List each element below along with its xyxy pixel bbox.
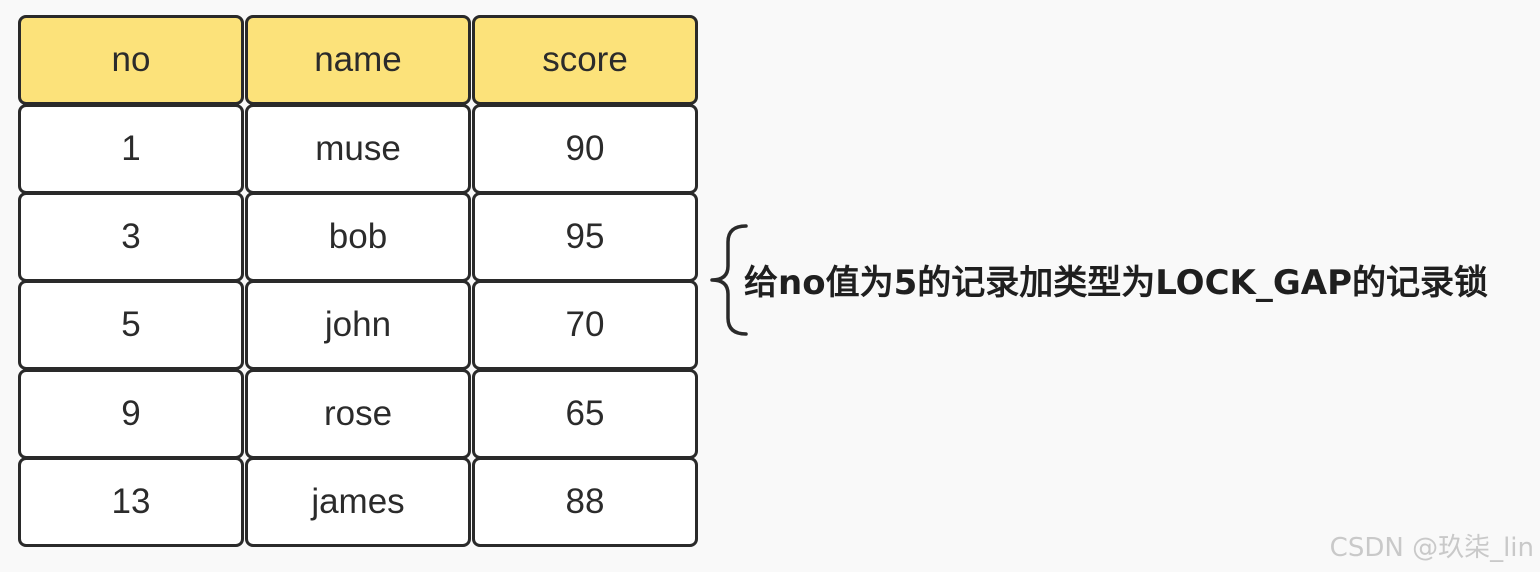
table-cell-no: 13	[18, 457, 244, 547]
table-cell-score: 95	[472, 192, 698, 282]
table-cell-name: bob	[245, 192, 471, 282]
header-cell-score: score	[472, 15, 698, 105]
header-cell-name: name	[245, 15, 471, 105]
table-cell-no: 1	[18, 104, 244, 194]
annotation-text: 给no值为5的记录加类型为LOCK_GAP的记录锁	[744, 263, 1489, 303]
watermark: CSDN @玖柒_lin	[1329, 533, 1534, 563]
curly-brace-icon	[710, 224, 748, 336]
table-cell-no: 3	[18, 192, 244, 282]
table-cell-name: rose	[245, 369, 471, 459]
table-cell-score: 88	[472, 457, 698, 547]
table-cell-name: james	[245, 457, 471, 547]
table-cell-no: 5	[18, 280, 244, 370]
table-cell-name: john	[245, 280, 471, 370]
table-cell-score: 70	[472, 280, 698, 370]
table-cell-no: 9	[18, 369, 244, 459]
table-cell-score: 65	[472, 369, 698, 459]
table-cell-name: muse	[245, 104, 471, 194]
table-cell-score: 90	[472, 104, 698, 194]
header-cell-no: no	[18, 15, 244, 105]
